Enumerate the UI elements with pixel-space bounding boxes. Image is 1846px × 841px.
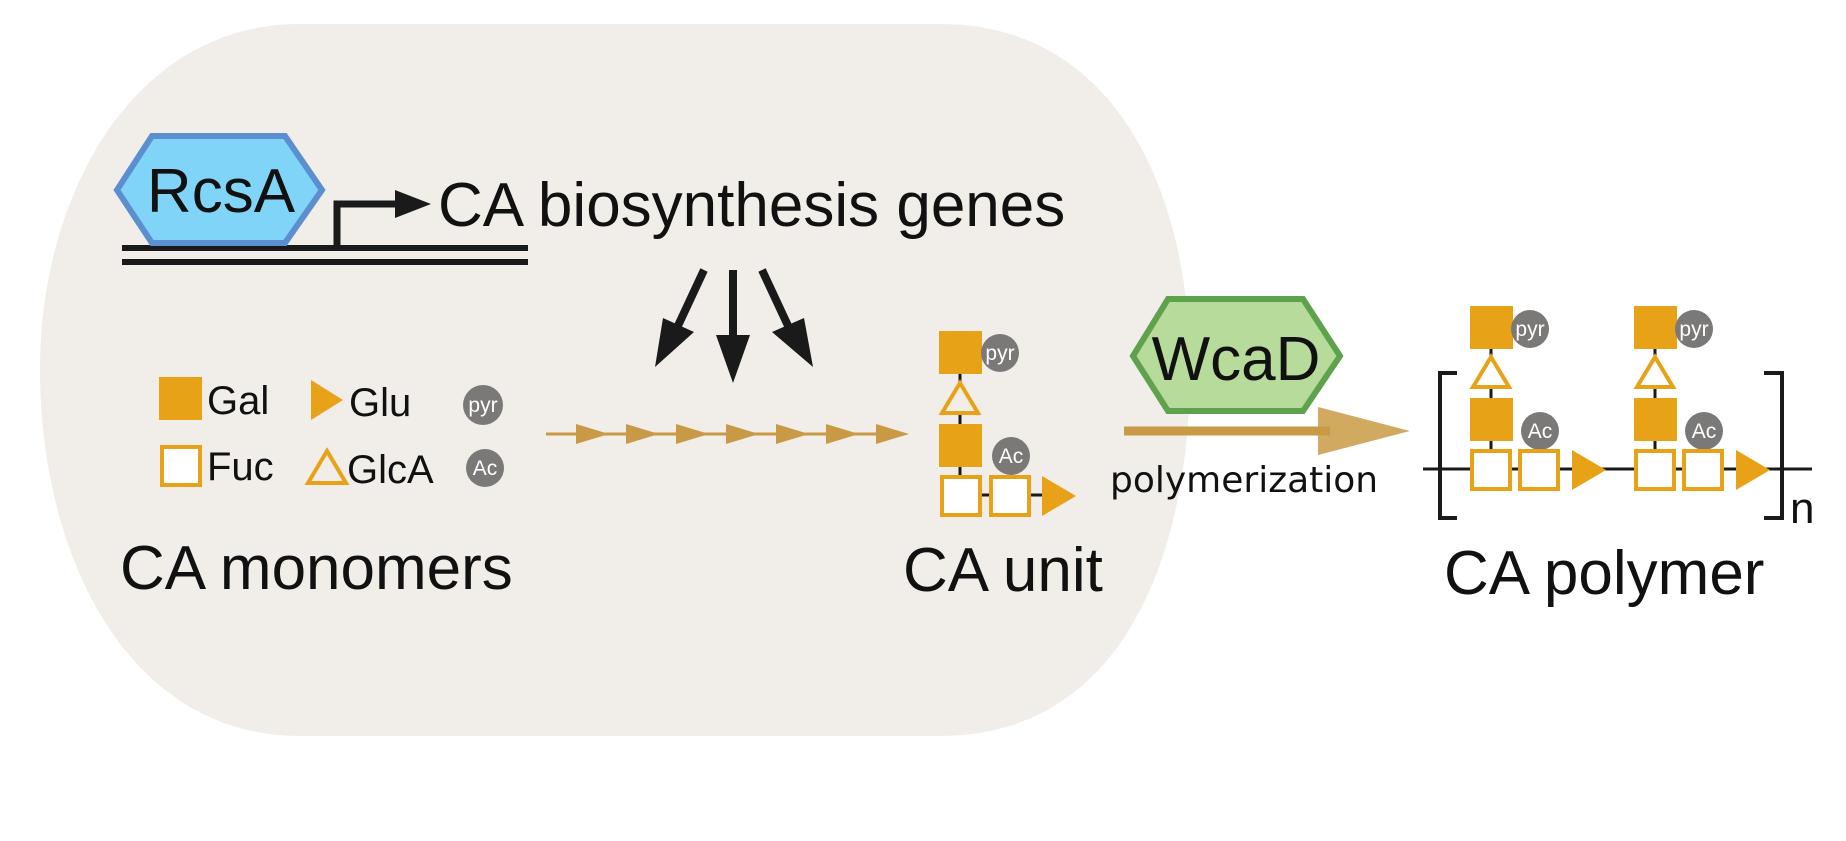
assembly-chevron-4	[726, 424, 759, 444]
legend-glca: GlcA	[347, 448, 434, 492]
wcad-hexagon-icon	[1129, 296, 1344, 414]
arrow-right-head	[772, 318, 813, 367]
unit-pyr-label: pyr	[985, 342, 1014, 365]
polymer-pyr-circle-2	[1675, 310, 1713, 348]
polymer-gal-mid-1	[1470, 398, 1513, 441]
rcsa-hexagon-icon	[113, 133, 326, 246]
polymer-fuc-1a	[1470, 449, 1512, 491]
assembly-chevron-2	[626, 424, 659, 444]
unit-glu-triangle	[1042, 476, 1076, 516]
polymer-label: CA polymer	[1444, 539, 1764, 608]
polymer-pyr-circle-1	[1511, 310, 1549, 348]
assembly-chevron-1	[576, 424, 609, 444]
unit-fuc-square-2	[989, 475, 1031, 517]
polymer-fuc-2a	[1634, 449, 1676, 491]
polymer-pyr-label-2: pyr	[1679, 318, 1708, 341]
cell-background	[40, 24, 1190, 736]
legend-glu: Glu	[349, 381, 411, 425]
assembly-arrows	[546, 424, 909, 444]
assembly-chevron-3	[676, 424, 709, 444]
fuc-square-icon	[160, 445, 202, 487]
pyr-circle-icon	[463, 385, 503, 425]
arrow-right-shaft	[758, 268, 794, 332]
ac-circle-icon	[466, 449, 504, 487]
promoter-arrow-icon	[333, 200, 400, 248]
rcsa-label: RcsA	[147, 157, 296, 226]
gal-square-icon	[159, 377, 202, 420]
unit-glca-triangle	[938, 379, 982, 415]
polymer-gal-top-2	[1634, 306, 1677, 349]
polymer-glu-2	[1736, 450, 1770, 490]
polymer-repeat-n: n	[1790, 484, 1814, 533]
unit-pyr-circle	[981, 334, 1019, 372]
arrow-center-head	[716, 335, 750, 383]
polymer-ac-circle-2	[1685, 412, 1723, 450]
monomers-label: CA monomers	[120, 534, 513, 603]
polymer-gal-mid-2	[1634, 398, 1677, 441]
polymer-bracket-right	[1764, 371, 1784, 520]
unit-label: CA unit	[903, 536, 1103, 605]
polymer-glu-1	[1572, 450, 1606, 490]
polymer-fuc-1b	[1518, 449, 1560, 491]
assembly-chevron-6	[826, 424, 859, 444]
unit-ac-circle	[992, 437, 1030, 475]
legend-fuc: Fuc	[207, 445, 274, 489]
arrow-left-head	[655, 318, 694, 367]
polymer-glca-1	[1469, 353, 1513, 389]
wcad-label: WcaD	[1152, 325, 1321, 394]
polymerization-label: polymerization	[1110, 460, 1378, 501]
assembly-chevron-7	[876, 424, 909, 444]
polymerization-arrowhead	[1318, 407, 1410, 455]
genes-label: CA biosynthesis genes	[438, 171, 1065, 240]
polymer-gal-top-1	[1470, 306, 1513, 349]
polymer-fuc-2b	[1682, 449, 1724, 491]
legend-gal: Gal	[207, 379, 269, 423]
arrow-left-shaft	[672, 268, 708, 332]
polymer-ac-label-1: Ac	[1528, 420, 1553, 443]
ca-unit-structure: pyr Ac	[938, 331, 1076, 517]
legend-ac: Ac	[473, 457, 498, 480]
polymer-glca-2	[1633, 353, 1677, 389]
legend-pyr: pyr	[468, 394, 497, 417]
unit-gal-square-mid	[939, 424, 982, 467]
unit-gal-square-top	[939, 331, 982, 374]
polymer-pyr-label-1: pyr	[1515, 318, 1544, 341]
polymer-ac-circle-1	[1521, 412, 1559, 450]
assembly-chevron-5	[776, 424, 809, 444]
promoter-arrowhead-icon	[395, 190, 431, 218]
ca-polymer-structure: n pyr Ac pyr Ac	[1423, 306, 1814, 533]
unit-fuc-square-1	[940, 475, 982, 517]
polymer-ac-label-2: Ac	[1692, 420, 1717, 443]
gene-product-arrows	[655, 268, 813, 383]
polymer-bracket-left	[1438, 371, 1457, 520]
glu-triangle-icon	[311, 380, 343, 420]
unit-ac-label: Ac	[999, 445, 1024, 468]
glca-triangle-icon	[304, 447, 350, 485]
